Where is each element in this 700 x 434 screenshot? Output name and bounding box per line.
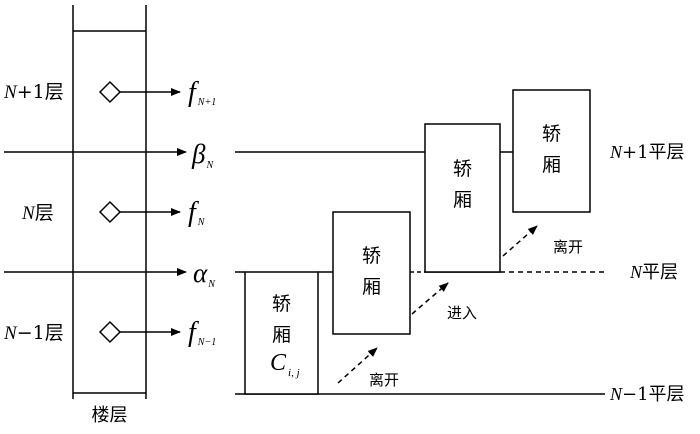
- car-label-line2: 厢: [542, 154, 561, 176]
- sensor-middle: [98, 200, 181, 224]
- floor-label-lower: N−1层: [3, 322, 64, 344]
- car-label-line1: 轿: [362, 245, 381, 267]
- car-label-line2: 厢: [362, 276, 381, 298]
- level-label-middle: N平层: [629, 262, 678, 283]
- floor-label-upper: N+1层: [3, 81, 64, 103]
- diamond-sensor-icon: [98, 320, 122, 344]
- car-label-line1: 轿: [542, 123, 561, 145]
- alpha-label: αN: [193, 258, 216, 290]
- car-label-line2: 厢: [453, 189, 472, 211]
- dashed-arrow-enter: [411, 282, 449, 315]
- elevator-car-2: 轿 厢: [332, 211, 411, 335]
- elevator-car-4: 轿 厢: [512, 89, 591, 213]
- label-leave-high: 离开: [553, 238, 583, 256]
- elevator-car-3: 轿 厢: [424, 123, 501, 273]
- diamond-sensor-icon: [98, 200, 122, 224]
- dashed-arrow-leave-high: [502, 225, 538, 257]
- car-label-line1: 轿: [453, 158, 472, 180]
- car-label-line1: 轿: [272, 293, 291, 315]
- label-enter: 进入: [447, 304, 477, 322]
- floor-label-middle: N层: [21, 202, 54, 224]
- level-label-lower: N−1平层: [609, 384, 685, 405]
- sensor-upper: [98, 80, 181, 104]
- level-label-upper: N+1平层: [609, 142, 685, 163]
- elevator-shaft: 楼层: [72, 5, 147, 426]
- shaft-label: 楼层: [92, 405, 128, 426]
- diamond-sensor-icon: [98, 80, 122, 104]
- car-label-line2: 厢: [272, 324, 291, 346]
- label-leave-low: 离开: [369, 371, 399, 389]
- sensor-lower: [98, 320, 181, 344]
- beta-label: βN: [191, 139, 214, 171]
